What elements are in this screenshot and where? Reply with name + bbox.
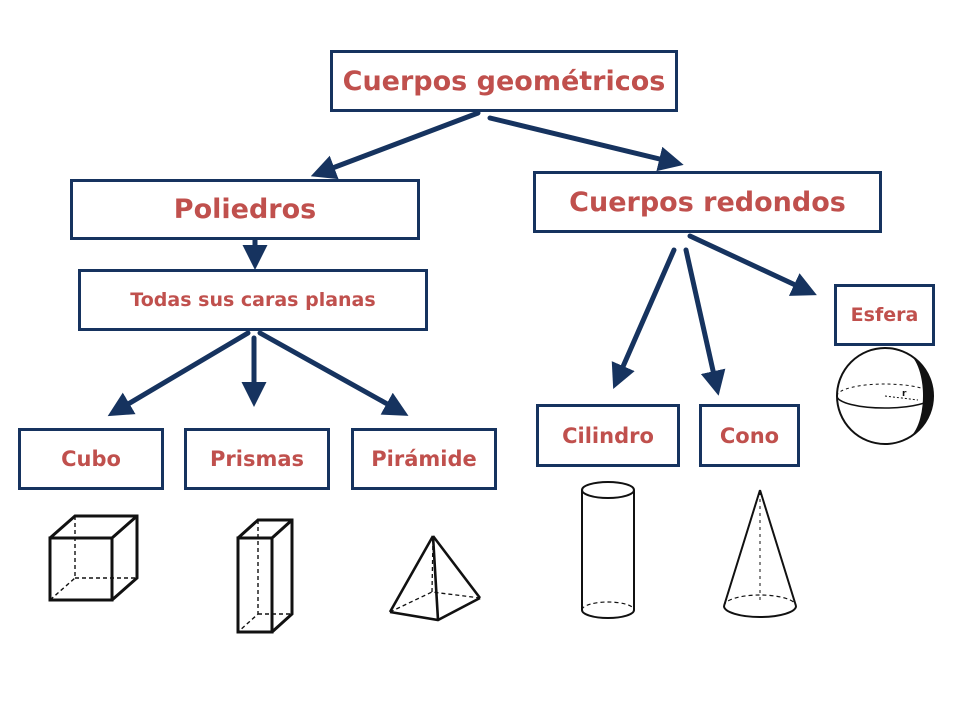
cylinder-icon — [581, 481, 635, 619]
arrow-redondos-cilindro — [611, 247, 677, 389]
cube-icon — [48, 514, 139, 602]
node-cilindro: Cilindro — [536, 404, 680, 467]
node-prismas: Prismas — [184, 428, 330, 490]
arrow-redondos-esfera — [687, 233, 817, 296]
node-cubo: Cubo — [18, 428, 164, 490]
node-todas-caras-planas: Todas sus caras planas — [78, 269, 428, 331]
node-cuerpos-geometricos: Cuerpos geométricos — [330, 50, 678, 112]
cone-icon — [723, 489, 797, 618]
sphere-radius-label: r — [902, 389, 907, 399]
arrow-root-poliedros — [310, 110, 481, 180]
node-cuerpos-redondos: Cuerpos redondos — [533, 171, 882, 233]
sphere-icon: r — [836, 347, 934, 445]
arrow-caras-piramide — [257, 330, 409, 416]
prism-icon — [236, 518, 294, 634]
node-poliedros: Poliedros — [70, 179, 420, 240]
arrow-caras-cubo — [107, 330, 251, 417]
arrow-root-redondos — [487, 115, 684, 172]
node-cono: Cono — [699, 404, 800, 467]
node-esfera: Esfera — [834, 284, 935, 346]
node-piramide: Pirámide — [351, 428, 497, 490]
arrow-redondos-cono — [683, 247, 726, 396]
pyramid-icon — [388, 535, 482, 622]
